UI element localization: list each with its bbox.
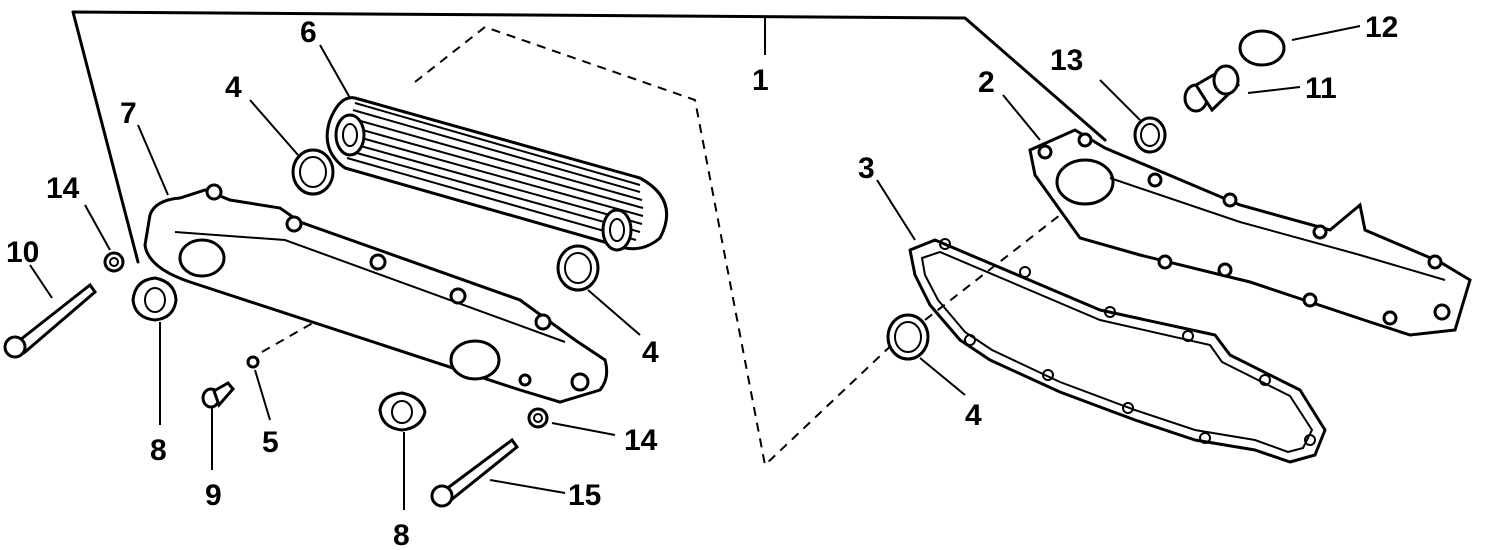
callout-1: 1 — [752, 64, 769, 97]
callout-12: 12 — [1365, 11, 1398, 44]
callout-15: 15 — [568, 479, 601, 512]
leader-3 — [876, 179, 916, 241]
callout-8a: 8 — [150, 434, 167, 467]
leader-13 — [1099, 79, 1141, 121]
nut-8a — [131, 276, 178, 322]
callout-9: 9 — [205, 479, 222, 512]
washer-14a — [103, 251, 125, 273]
leader-15 — [489, 479, 566, 494]
o-ring-12 — [1238, 29, 1286, 67]
nut-8b — [378, 391, 427, 432]
callout-4b: 4 — [642, 336, 659, 369]
fitting-11 — [1183, 64, 1241, 113]
leader-7 — [137, 124, 169, 196]
leader-4b — [587, 289, 641, 336]
callout-5: 5 — [262, 426, 279, 459]
leader-11 — [1247, 86, 1301, 94]
seal-13 — [1133, 116, 1167, 154]
callout-10: 10 — [6, 236, 39, 269]
seal-4a — [291, 148, 335, 196]
bolt-10 — [3, 282, 98, 359]
washer-5 — [246, 355, 260, 369]
callout-4c: 4 — [965, 399, 982, 432]
leader-2 — [1002, 94, 1041, 141]
callout-14a: 14 — [46, 172, 80, 205]
screw-9 — [201, 381, 235, 409]
callout-7: 7 — [120, 97, 137, 130]
exchanger-housing — [1028, 128, 1472, 337]
seal-4b — [556, 244, 600, 292]
leader-4a — [249, 99, 299, 156]
leader-6 — [319, 44, 351, 99]
callout-2: 2 — [978, 66, 995, 99]
housing-cover — [143, 183, 609, 404]
callout-6: 6 — [300, 16, 317, 49]
callout-8b: 8 — [393, 519, 410, 550]
assembly-dashed-path — [414, 25, 919, 467]
callout-4a: 4 — [225, 71, 242, 104]
assembly-dashed-screw — [261, 319, 319, 353]
leader-14a — [84, 204, 111, 251]
washer-14b — [527, 407, 549, 429]
callout-13: 13 — [1050, 44, 1083, 77]
leader-14b — [551, 422, 616, 436]
callout-14b: 14 — [624, 424, 658, 457]
leader-4c — [919, 357, 966, 396]
seal-4c — [886, 313, 930, 361]
leader-5 — [254, 369, 271, 421]
bolt-15 — [430, 437, 520, 508]
callout-11: 11 — [1305, 72, 1337, 105]
assembly-bracket-line — [71, 10, 1107, 264]
leader-10 — [29, 264, 53, 299]
heat-exchanger-core — [325, 96, 669, 252]
callout-3: 3 — [858, 152, 875, 185]
housing-gasket — [908, 238, 1327, 464]
leader-12 — [1291, 25, 1361, 41]
assembly-dashed-gasket — [924, 214, 1061, 321]
